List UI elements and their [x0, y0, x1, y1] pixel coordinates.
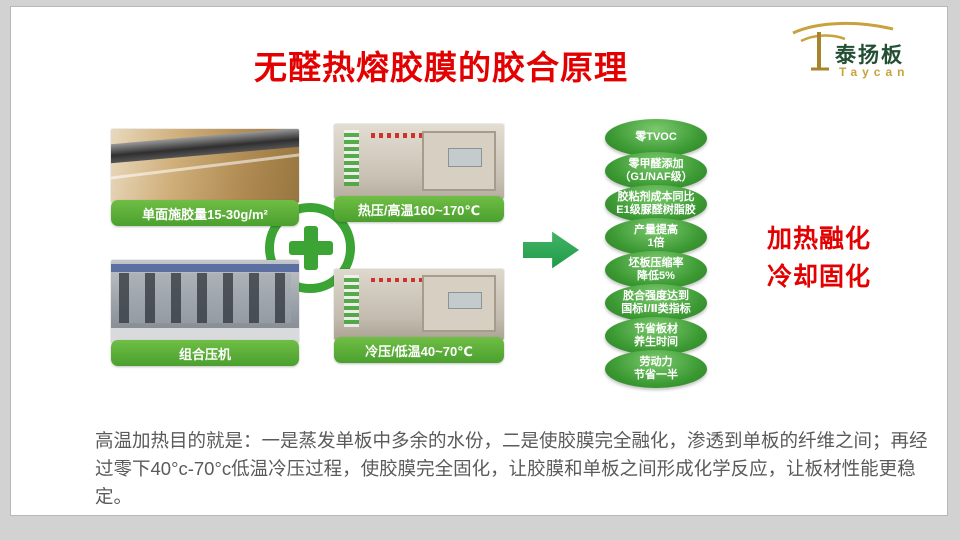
digital-display-detail — [371, 277, 423, 283]
process-step-combined-press: 组合压机 — [111, 260, 299, 366]
benefit-item: 零甲醛添加 （G1/NAF级） — [605, 152, 707, 190]
page-title: 无醛热熔胶膜的胶合原理 — [254, 49, 628, 86]
benefit-item: 胶粘剂成本同比 E1级脲醛树脂胶 — [605, 185, 707, 223]
benefit-item: 产量提高 1倍 — [605, 218, 707, 256]
digital-display-detail — [371, 133, 423, 139]
benefit-item: 坯板压缩率 降低5% — [605, 251, 707, 289]
plus-circle — [265, 203, 355, 293]
floor-detail — [111, 328, 299, 343]
step-label-cold-press: 冷压/低温40~70℃ — [334, 337, 504, 363]
machine-screen-detail — [447, 291, 482, 310]
process-step-cold-press: 冷压/低温40~70℃ — [334, 269, 504, 363]
beam-detail — [111, 264, 299, 272]
benefit-item: 节省板材 养生时间 — [605, 317, 707, 355]
logo-latin: Taycan — [839, 65, 910, 79]
machine-screen-detail — [447, 148, 482, 167]
process-step-glue-coating: 单面施胶量15-30g/m² — [111, 129, 299, 226]
machine-door-detail — [422, 130, 496, 191]
company-logo: 泰扬板 Taycan — [789, 17, 929, 93]
hot-press-photo — [334, 124, 504, 199]
indicator-lights-detail — [344, 274, 360, 328]
glue-coating-photo — [111, 129, 299, 203]
plus-icon — [304, 226, 318, 270]
slide: 无醛热熔胶膜的胶合原理 泰扬板 Taycan 单面施胶量15-30g/m² — [10, 6, 948, 516]
body-text: 高温加热目的就是：一是蒸发单板中多余的水份，二是使胶膜完全融化，渗透到单板的纤维… — [95, 430, 928, 507]
benefit-item: 胶合强度达到 国标Ⅰ/Ⅱ类指标 — [605, 284, 707, 322]
benefits-list: 零TVOC 零甲醛添加 （G1/NAF级） 胶粘剂成本同比 E1级脲醛树脂胶 产… — [605, 119, 707, 388]
tree-icon — [792, 21, 894, 71]
indicator-lights-detail — [344, 130, 360, 186]
cold-press-photo — [334, 269, 504, 340]
result-text: 加热融化 冷却固化 — [767, 225, 872, 291]
press-columns-detail — [118, 273, 292, 324]
benefit-item: 劳动力 节省一半 — [605, 350, 707, 388]
combined-press-photo — [111, 260, 299, 343]
step-label-hot-press: 热压/高温160~170℃ — [334, 196, 504, 222]
process-step-hot-press: 热压/高温160~170℃ — [334, 124, 504, 222]
step-label-combined-press: 组合压机 — [111, 340, 299, 366]
logo-name: 泰扬板 — [835, 44, 904, 67]
step-label-glue-amount: 单面施胶量15-30g/m² — [111, 200, 299, 226]
flow-arrow-icon — [523, 231, 579, 269]
benefit-item: 零TVOC — [605, 119, 707, 157]
